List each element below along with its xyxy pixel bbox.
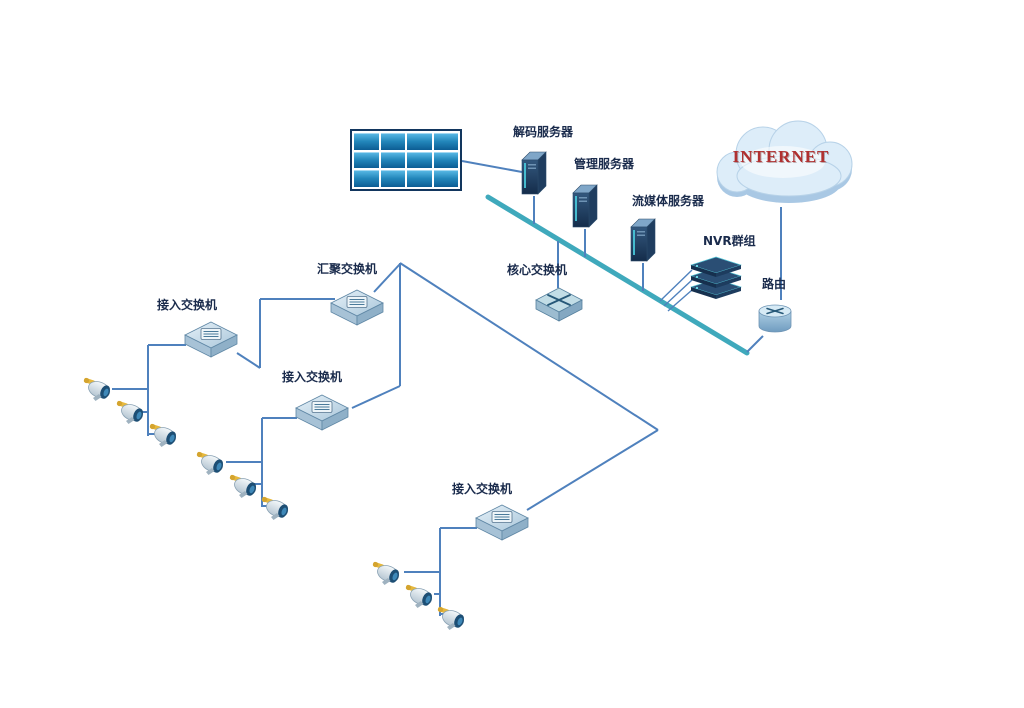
access-switch-2-label: 接入交换机 bbox=[282, 370, 343, 384]
link-lines bbox=[112, 160, 782, 616]
video-wall-screen bbox=[433, 151, 458, 169]
decode-server-label: 解码服务器 bbox=[513, 125, 574, 139]
camera-icon bbox=[149, 420, 183, 450]
link-line bbox=[663, 279, 693, 307]
camera-icon bbox=[437, 603, 471, 633]
internet-label: INTERNET bbox=[732, 147, 830, 166]
link-line bbox=[373, 263, 401, 293]
access-switch-1-icon bbox=[184, 321, 238, 365]
camera-icon bbox=[196, 448, 230, 478]
video-wall-grid bbox=[350, 129, 462, 191]
camera-icon bbox=[116, 397, 150, 427]
streaming-server-label: 流媒体服务器 bbox=[632, 194, 705, 208]
core-switch-icon bbox=[535, 287, 583, 329]
link-line bbox=[351, 385, 401, 409]
nvr-group-icon bbox=[690, 256, 742, 306]
aggregation-switch-icon bbox=[330, 289, 384, 333]
video-wall-screen bbox=[433, 170, 458, 187]
link-line bbox=[526, 429, 659, 511]
link-line bbox=[236, 352, 261, 369]
aggregation-switch-label: 汇聚交换机 bbox=[317, 262, 378, 276]
link-line bbox=[461, 160, 523, 173]
access-switch-2-icon bbox=[295, 394, 349, 438]
router-icon bbox=[755, 299, 795, 339]
video-wall-screen bbox=[354, 170, 379, 187]
video-wall-screen bbox=[380, 133, 405, 150]
camera-icon bbox=[83, 374, 117, 404]
link-line bbox=[399, 262, 659, 431]
camera-icon bbox=[405, 581, 439, 611]
camera-icon bbox=[261, 493, 295, 523]
camera-icon bbox=[229, 471, 263, 501]
video-wall-screen bbox=[407, 133, 432, 150]
core-switch-label: 核心交换机 bbox=[507, 263, 568, 277]
video-wall-screen bbox=[407, 151, 432, 169]
video-wall-screen bbox=[354, 133, 379, 150]
access-switch-3-label: 接入交换机 bbox=[452, 482, 513, 496]
video-wall-screen bbox=[407, 170, 432, 187]
decode-server-icon bbox=[521, 151, 547, 195]
video-wall-screen bbox=[354, 151, 379, 169]
link-line bbox=[667, 289, 693, 312]
access-switch-3-icon bbox=[475, 504, 529, 548]
camera-icon bbox=[372, 558, 406, 588]
streaming-server-icon bbox=[630, 218, 656, 262]
management-server-label: 管理服务器 bbox=[574, 157, 635, 171]
management-server-icon bbox=[572, 184, 598, 228]
access-switch-1-label: 接入交换机 bbox=[157, 298, 218, 312]
video-wall-screen bbox=[380, 151, 405, 169]
nvr-fan-lines bbox=[659, 269, 693, 312]
nvr-group-label: NVR群组 bbox=[703, 234, 756, 248]
router-label: 路由 bbox=[762, 277, 787, 291]
video-wall-screen bbox=[380, 170, 405, 187]
link-line bbox=[659, 269, 693, 302]
video-wall bbox=[350, 129, 462, 191]
video-wall-screen bbox=[433, 133, 458, 150]
